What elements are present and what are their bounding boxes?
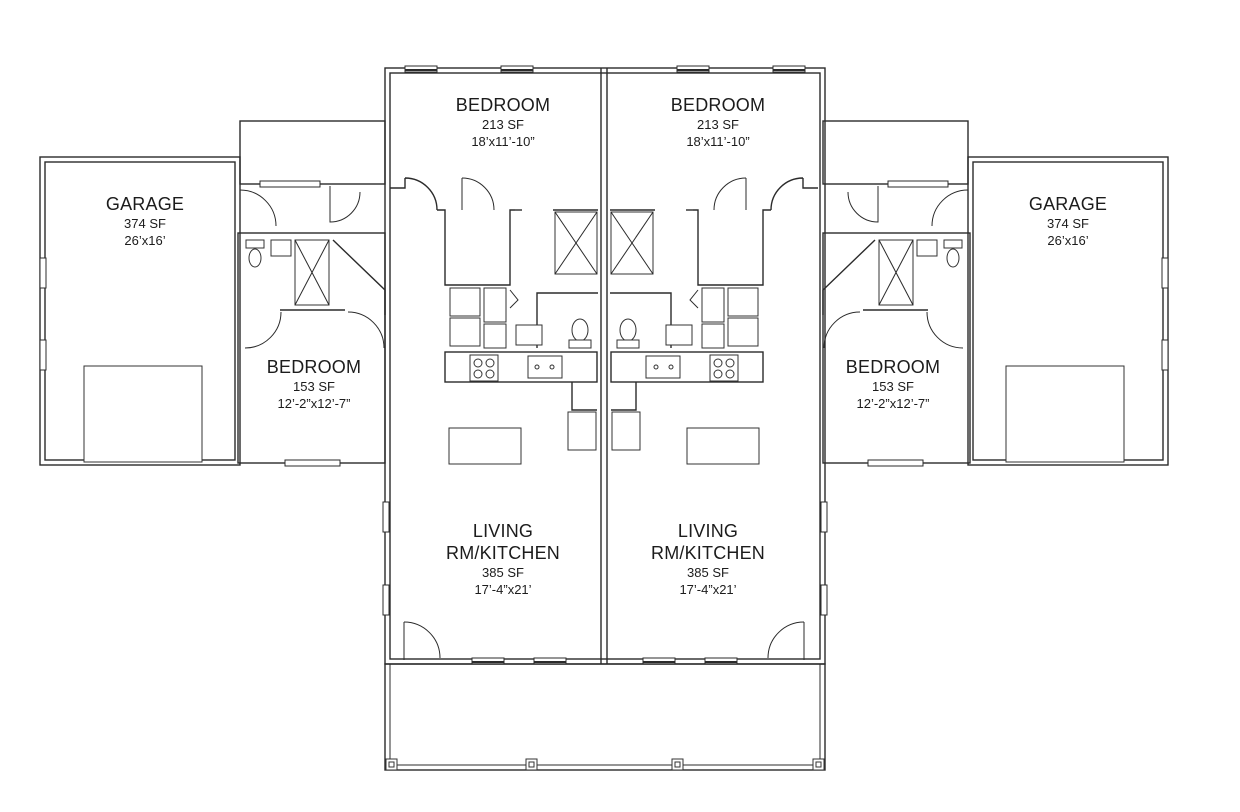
room-name-line2: RM/KITCHEN (446, 543, 560, 563)
room-area: 213 SF (482, 117, 524, 132)
entry-doors (403, 621, 805, 660)
room-name-line1: LIVING (472, 521, 534, 541)
room-area: 385 SF (482, 565, 524, 580)
room-label-living-left: LIVING RM/KITCHEN 385 SF 17’-4”x21’ (446, 520, 560, 598)
room-dimensions: 18’x11’-10” (471, 134, 535, 149)
room-name: GARAGE (1028, 194, 1108, 214)
room-area: 374 SF (1047, 216, 1089, 231)
room-label-bedroom1-left: BEDROOM 213 SF 18’x11’-10” (456, 94, 550, 150)
right-wing-walls (822, 120, 1169, 467)
room-name: BEDROOM (670, 95, 766, 115)
left-wing-walls (39, 120, 386, 467)
right-unit-interior (610, 177, 818, 465)
room-label-garage-right: GARAGE 374 SF 26’x16’ (1029, 193, 1107, 249)
room-label-garage-left: GARAGE 374 SF 26’x16’ (106, 193, 184, 249)
room-dimensions: 12’-2”x12’-7” (856, 396, 930, 411)
room-name-line2: RM/KITCHEN (651, 543, 765, 563)
room-name: BEDROOM (845, 357, 941, 377)
room-area: 374 SF (124, 216, 166, 231)
room-label-bedroom1-right: BEDROOM 213 SF 18’x11’-10” (671, 94, 765, 150)
front-porch (384, 663, 826, 771)
room-dimensions: 12’-2”x12’-7” (277, 396, 351, 411)
room-dimensions: 17’-4”x21’ (679, 582, 737, 597)
room-area: 213 SF (697, 117, 739, 132)
left-unit-interior (390, 177, 598, 465)
room-label-living-right: LIVING RM/KITCHEN 385 SF 17’-4”x21’ (651, 520, 765, 598)
room-name: GARAGE (105, 194, 185, 214)
room-name-line1: LIVING (677, 521, 739, 541)
room-label-bedroom2-left: BEDROOM 153 SF 12’-2”x12’-7” (267, 356, 361, 412)
room-label-bedroom2-right: BEDROOM 153 SF 12’-2”x12’-7” (846, 356, 940, 412)
room-name: BEDROOM (266, 357, 362, 377)
room-area: 153 SF (872, 379, 914, 394)
room-dimensions: 26’x16’ (124, 233, 166, 248)
room-dimensions: 26’x16’ (1047, 233, 1089, 248)
room-area: 153 SF (293, 379, 335, 394)
room-dimensions: 17’-4”x21’ (474, 582, 532, 597)
room-name: BEDROOM (455, 95, 551, 115)
room-dimensions: 18’x11’-10” (686, 134, 750, 149)
room-area: 385 SF (687, 565, 729, 580)
